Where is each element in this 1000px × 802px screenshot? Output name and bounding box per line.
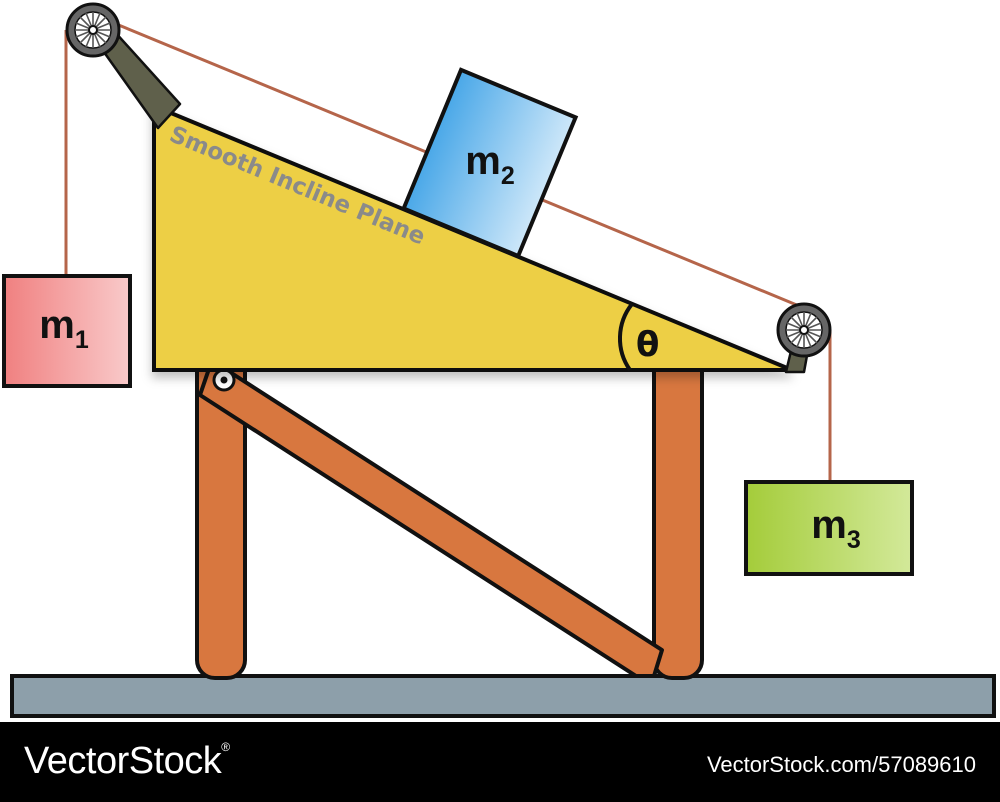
- ground-surface: [10, 674, 996, 718]
- mass-m3-label: m3: [811, 503, 860, 554]
- mass-m1-label: m1: [39, 303, 89, 354]
- mass-m1-block: [2, 274, 132, 388]
- mass-m3: m3: [744, 480, 914, 576]
- registered-mark: ®: [221, 740, 230, 754]
- support-frame: [195, 350, 704, 680]
- mass-m1: m1: [2, 274, 132, 388]
- frame-right-leg: [652, 350, 704, 680]
- watermark-footer: VectorStock® VectorStock.com/57089610: [0, 722, 1000, 802]
- image-id: VectorStock.com/57089610: [706, 752, 976, 777]
- mass-m2: m2: [401, 67, 579, 259]
- pulley-right: [776, 302, 832, 374]
- vectorstock-logo: VectorStock®: [24, 740, 230, 783]
- brand-text: VectorStock: [24, 740, 222, 782]
- mass-m2-label: m2: [465, 139, 514, 190]
- mass-m3-block: [744, 480, 914, 576]
- angle-arc: [617, 302, 634, 372]
- mass-m2-block: [401, 67, 579, 259]
- pivot-pin-center: [220, 376, 228, 384]
- pulley-left: [65, 2, 182, 130]
- pulley-left-hub: [88, 25, 98, 35]
- frame-diagonal-brace: [198, 358, 664, 678]
- pulley-right-hub: [799, 325, 809, 335]
- angle-theta-label: θ: [636, 325, 659, 365]
